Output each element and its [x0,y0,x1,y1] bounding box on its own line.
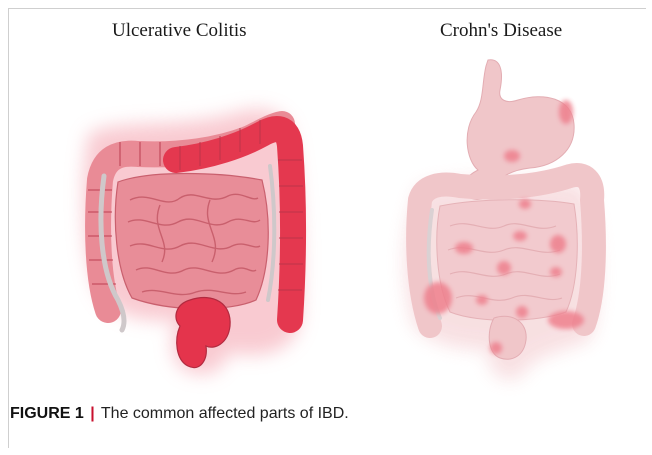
crohns-disease-diagram [405,60,599,380]
ibd-illustration [0,0,652,400]
caption-separator: | [90,405,94,422]
ulcerative-colitis-diagram [84,109,303,374]
cd-small-intestine [437,200,577,321]
figure-label: FIGURE 1 [10,405,84,422]
uc-small-intestine [115,174,268,309]
figure-caption: FIGURE 1 | The common affected parts of … [10,405,349,423]
caption-text: The common affected parts of IBD. [101,405,349,422]
